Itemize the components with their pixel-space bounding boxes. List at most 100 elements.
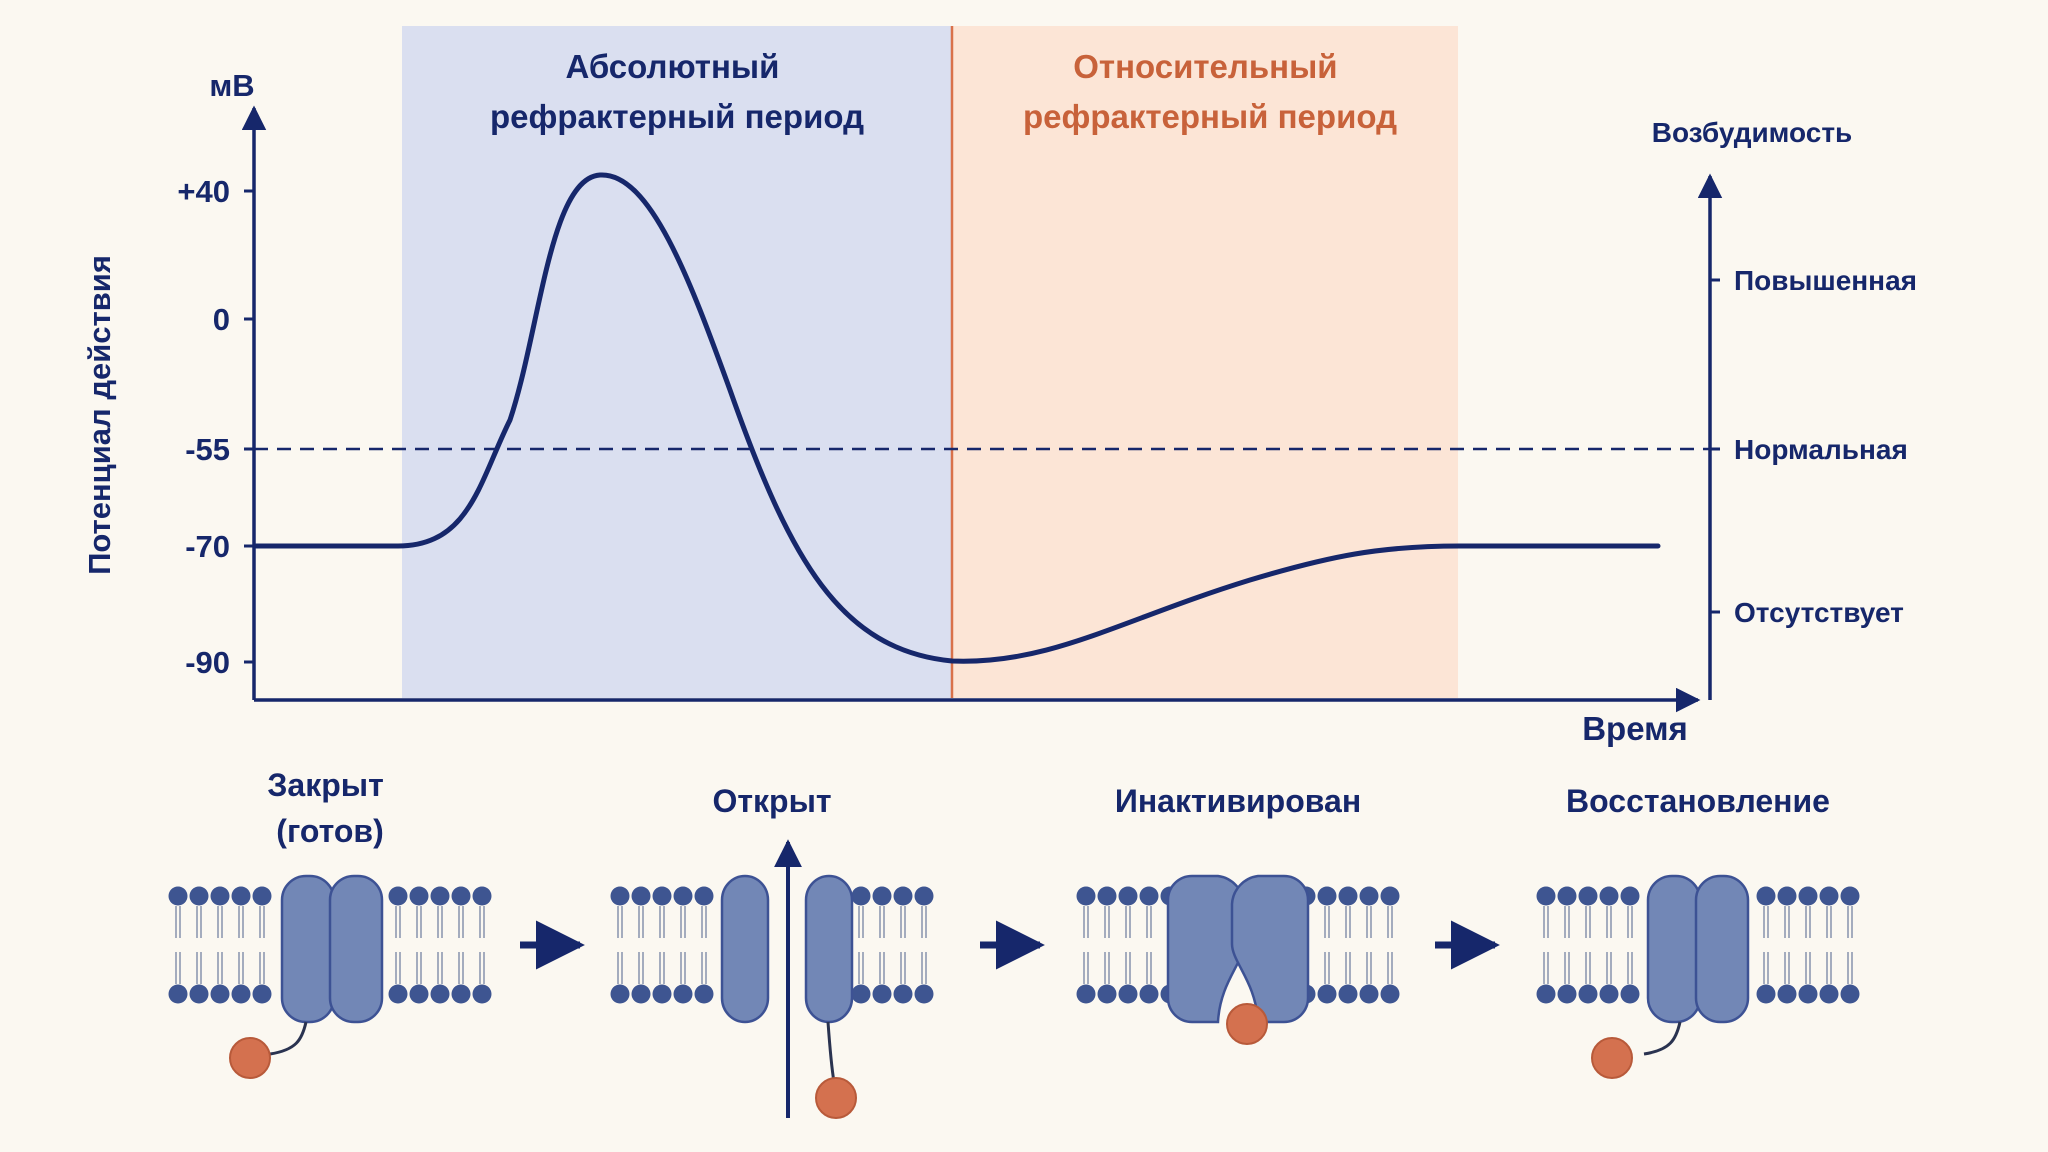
channel-states-row: [168, 839, 1860, 1119]
lipid-head: [388, 886, 408, 906]
lipid-head: [231, 886, 251, 906]
channel-subunit-right: [328, 874, 384, 1024]
lipid-head: [1620, 984, 1640, 1004]
lipid-head: [1338, 984, 1358, 1004]
lipid-head: [1380, 984, 1400, 1004]
y-tick-label-minus55: -55: [185, 432, 230, 467]
open-channel-icon: [610, 839, 934, 1119]
inactivation-gate-ball: [1226, 1003, 1268, 1045]
lipid-head: [1578, 984, 1598, 1004]
lipid-head: [189, 886, 209, 906]
excitability-title: Возбудимость: [1652, 117, 1853, 148]
lipid-head: [872, 984, 892, 1004]
lipid-head: [1840, 886, 1860, 906]
lipid-head: [168, 886, 188, 906]
lipid-head: [451, 886, 471, 906]
state-label-closed-line-2: (готов): [276, 813, 383, 849]
lipid-head: [1139, 886, 1159, 906]
excitability-level-none: Отсутствует: [1734, 597, 1904, 628]
lipid-head: [409, 984, 429, 1004]
lipid-head: [1097, 886, 1117, 906]
lipid-head: [1777, 886, 1797, 906]
relative-period-title-line-1: Относительный: [1073, 48, 1337, 85]
lipid-head: [1840, 984, 1860, 1004]
lipid-head: [631, 984, 651, 1004]
lipid-head: [252, 886, 272, 906]
lipid-head: [1118, 984, 1138, 1004]
lipid-head: [652, 886, 672, 906]
excitability-level-normal: Нормальная: [1734, 434, 1908, 465]
lipid-head: [1076, 886, 1096, 906]
inactivation-gate-ball: [815, 1077, 857, 1119]
gate-tether: [1643, 1021, 1682, 1056]
channel-subunit-left: [1646, 874, 1702, 1024]
lipid-head: [210, 886, 230, 906]
lipid-head: [1557, 984, 1577, 1004]
lipid-head: [430, 984, 450, 1004]
lipid-head: [610, 984, 630, 1004]
lipid-head: [893, 886, 913, 906]
lipid-head: [189, 984, 209, 1004]
state-label-inactivated: Инактивирован: [1115, 783, 1361, 819]
lipid-head: [1338, 886, 1358, 906]
y-unit-label: мВ: [209, 68, 254, 103]
lipid-head: [231, 984, 251, 1004]
relative-period-band: [952, 26, 1458, 698]
inactivated-channel-icon: [1076, 874, 1400, 1045]
lipid-head: [252, 984, 272, 1004]
channel-subunit-left: [720, 874, 770, 1024]
state-label-closed: Закрыт (готов): [267, 767, 392, 849]
lipid-head: [1139, 984, 1159, 1004]
y-ticks: +40 0 -55 -70 -90: [177, 174, 254, 680]
y-tick-label-0: 0: [213, 302, 230, 337]
y-tick-label-plus40: +40: [177, 174, 230, 209]
absolute-period-title-line-1: Абсолютный: [565, 48, 779, 85]
state-label-recovery: Восстановление: [1566, 783, 1830, 819]
channel-subunit-right: [1230, 874, 1310, 1024]
lipid-head: [210, 984, 230, 1004]
lipid-head: [610, 886, 630, 906]
lipid-head: [851, 886, 871, 906]
lipid-head: [914, 886, 934, 906]
lipid-head: [673, 886, 693, 906]
lipid-head: [168, 984, 188, 1004]
lipid-head: [1798, 886, 1818, 906]
lipid-head: [472, 984, 492, 1004]
channel-subunit-right: [1694, 874, 1750, 1024]
lipid-head: [1756, 984, 1776, 1004]
state-label-closed-line-1: Закрыт: [267, 767, 383, 803]
lipid-head: [451, 984, 471, 1004]
lipid-head: [1798, 984, 1818, 1004]
lipid-head: [694, 886, 714, 906]
lipid-head: [1380, 886, 1400, 906]
lipid-head: [430, 886, 450, 906]
lipid-head: [1118, 886, 1138, 906]
excitability-levels: Повышенная Нормальная Отсутствует: [1710, 265, 1917, 628]
inactivation-gate-ball: [1591, 1037, 1633, 1079]
y-tick-label-minus90: -90: [185, 645, 230, 680]
lipid-head: [1317, 984, 1337, 1004]
lipid-head: [1536, 886, 1556, 906]
lipid-head: [1819, 984, 1839, 1004]
lipid-head: [872, 886, 892, 906]
y-tick-label-minus70: -70: [185, 529, 230, 564]
y-axis-title: Потенциал действия: [82, 255, 117, 575]
lipid-head: [851, 984, 871, 1004]
lipid-head: [1777, 984, 1797, 1004]
absolute-period-title: Абсолютный рефрактерный период: [490, 48, 864, 135]
channel-subunit-right: [804, 874, 854, 1024]
lipid-head: [1536, 984, 1556, 1004]
relative-period-title-line-2: рефрактерный период: [1023, 98, 1397, 135]
lipid-head: [631, 886, 651, 906]
lipid-head: [1620, 886, 1640, 906]
gate-tether: [826, 1021, 836, 1083]
absolute-period-title-line-2: рефрактерный период: [490, 98, 864, 135]
lipid-head: [1359, 984, 1379, 1004]
excitability-level-high: Повышенная: [1734, 265, 1917, 296]
lipid-head: [914, 984, 934, 1004]
lipid-head: [472, 886, 492, 906]
lipid-head: [1599, 886, 1619, 906]
lipid-head: [673, 984, 693, 1004]
lipid-head: [1097, 984, 1117, 1004]
